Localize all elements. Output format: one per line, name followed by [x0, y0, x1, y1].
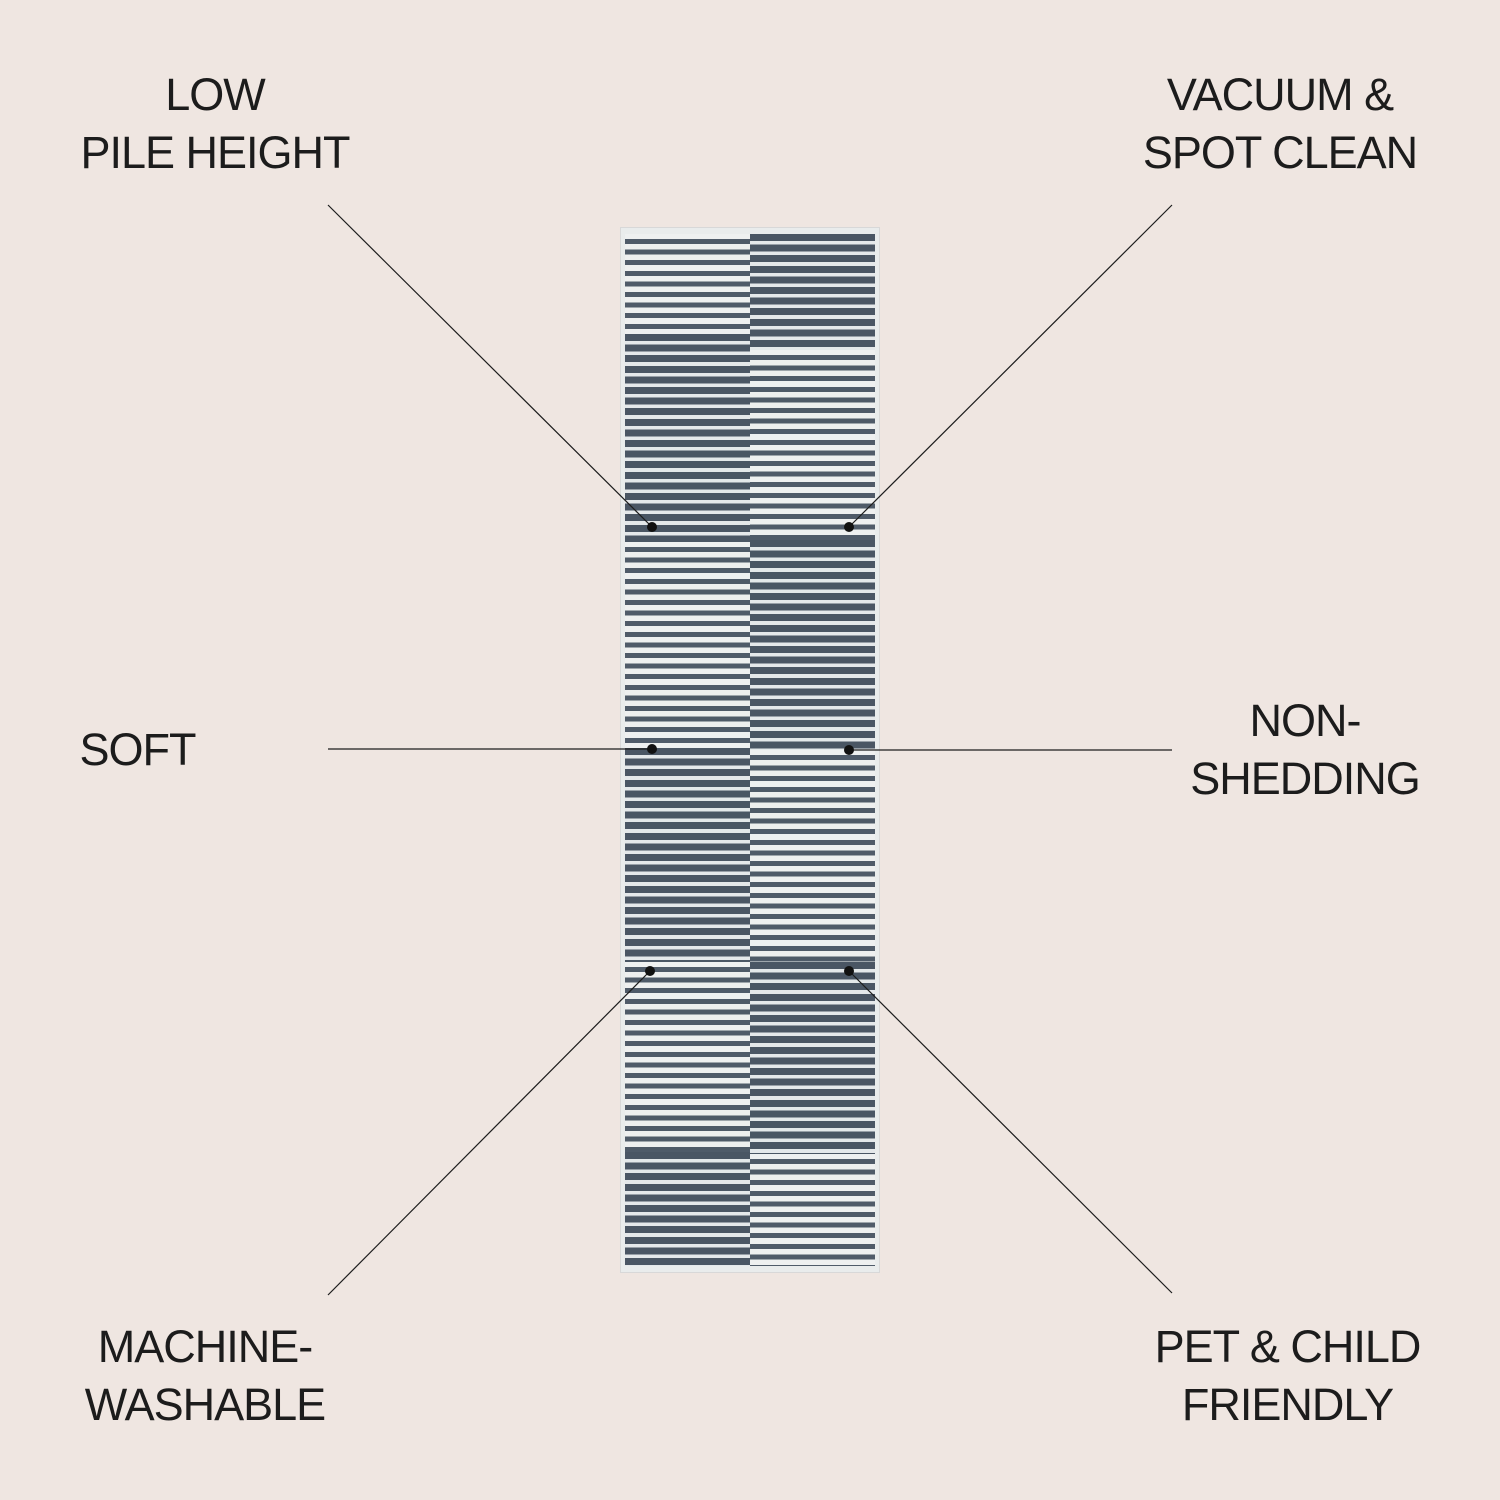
striped-runner-rug-image	[621, 228, 879, 1272]
feature-vacuum-spot-clean: VACUUM & SPOT CLEAN	[1120, 66, 1440, 182]
feature-low-pile-height: LOW PILE HEIGHT	[60, 66, 370, 182]
feature-pet-child-friendly: PET & CHILD FRIENDLY	[1135, 1318, 1440, 1434]
feature-non-shedding: NON- SHEDDING	[1170, 692, 1440, 808]
feature-machine-washable: MACHINE- WASHABLE	[60, 1318, 350, 1434]
callout-dot	[844, 745, 854, 755]
callout-dot	[647, 744, 657, 754]
feature-line: FRIENDLY	[1181, 1379, 1394, 1430]
callout-dot	[645, 966, 655, 976]
feature-line: SPOT CLEAN	[1142, 127, 1418, 178]
feature-line: MACHINE-	[97, 1321, 314, 1372]
callout-dot	[844, 966, 854, 976]
feature-line: WASHABLE	[84, 1379, 326, 1430]
feature-line: SHEDDING	[1190, 753, 1421, 804]
callout-dot	[844, 522, 854, 532]
feature-line: LOW	[165, 69, 266, 120]
feature-line: VACUUM &	[1166, 69, 1394, 120]
feature-line: SOFT	[79, 724, 197, 775]
feature-soft: SOFT	[55, 721, 220, 779]
feature-line: NON-	[1249, 695, 1362, 746]
feature-line: PET & CHILD	[1154, 1321, 1422, 1372]
feature-line: PILE HEIGHT	[80, 127, 350, 178]
callout-dot	[647, 522, 657, 532]
